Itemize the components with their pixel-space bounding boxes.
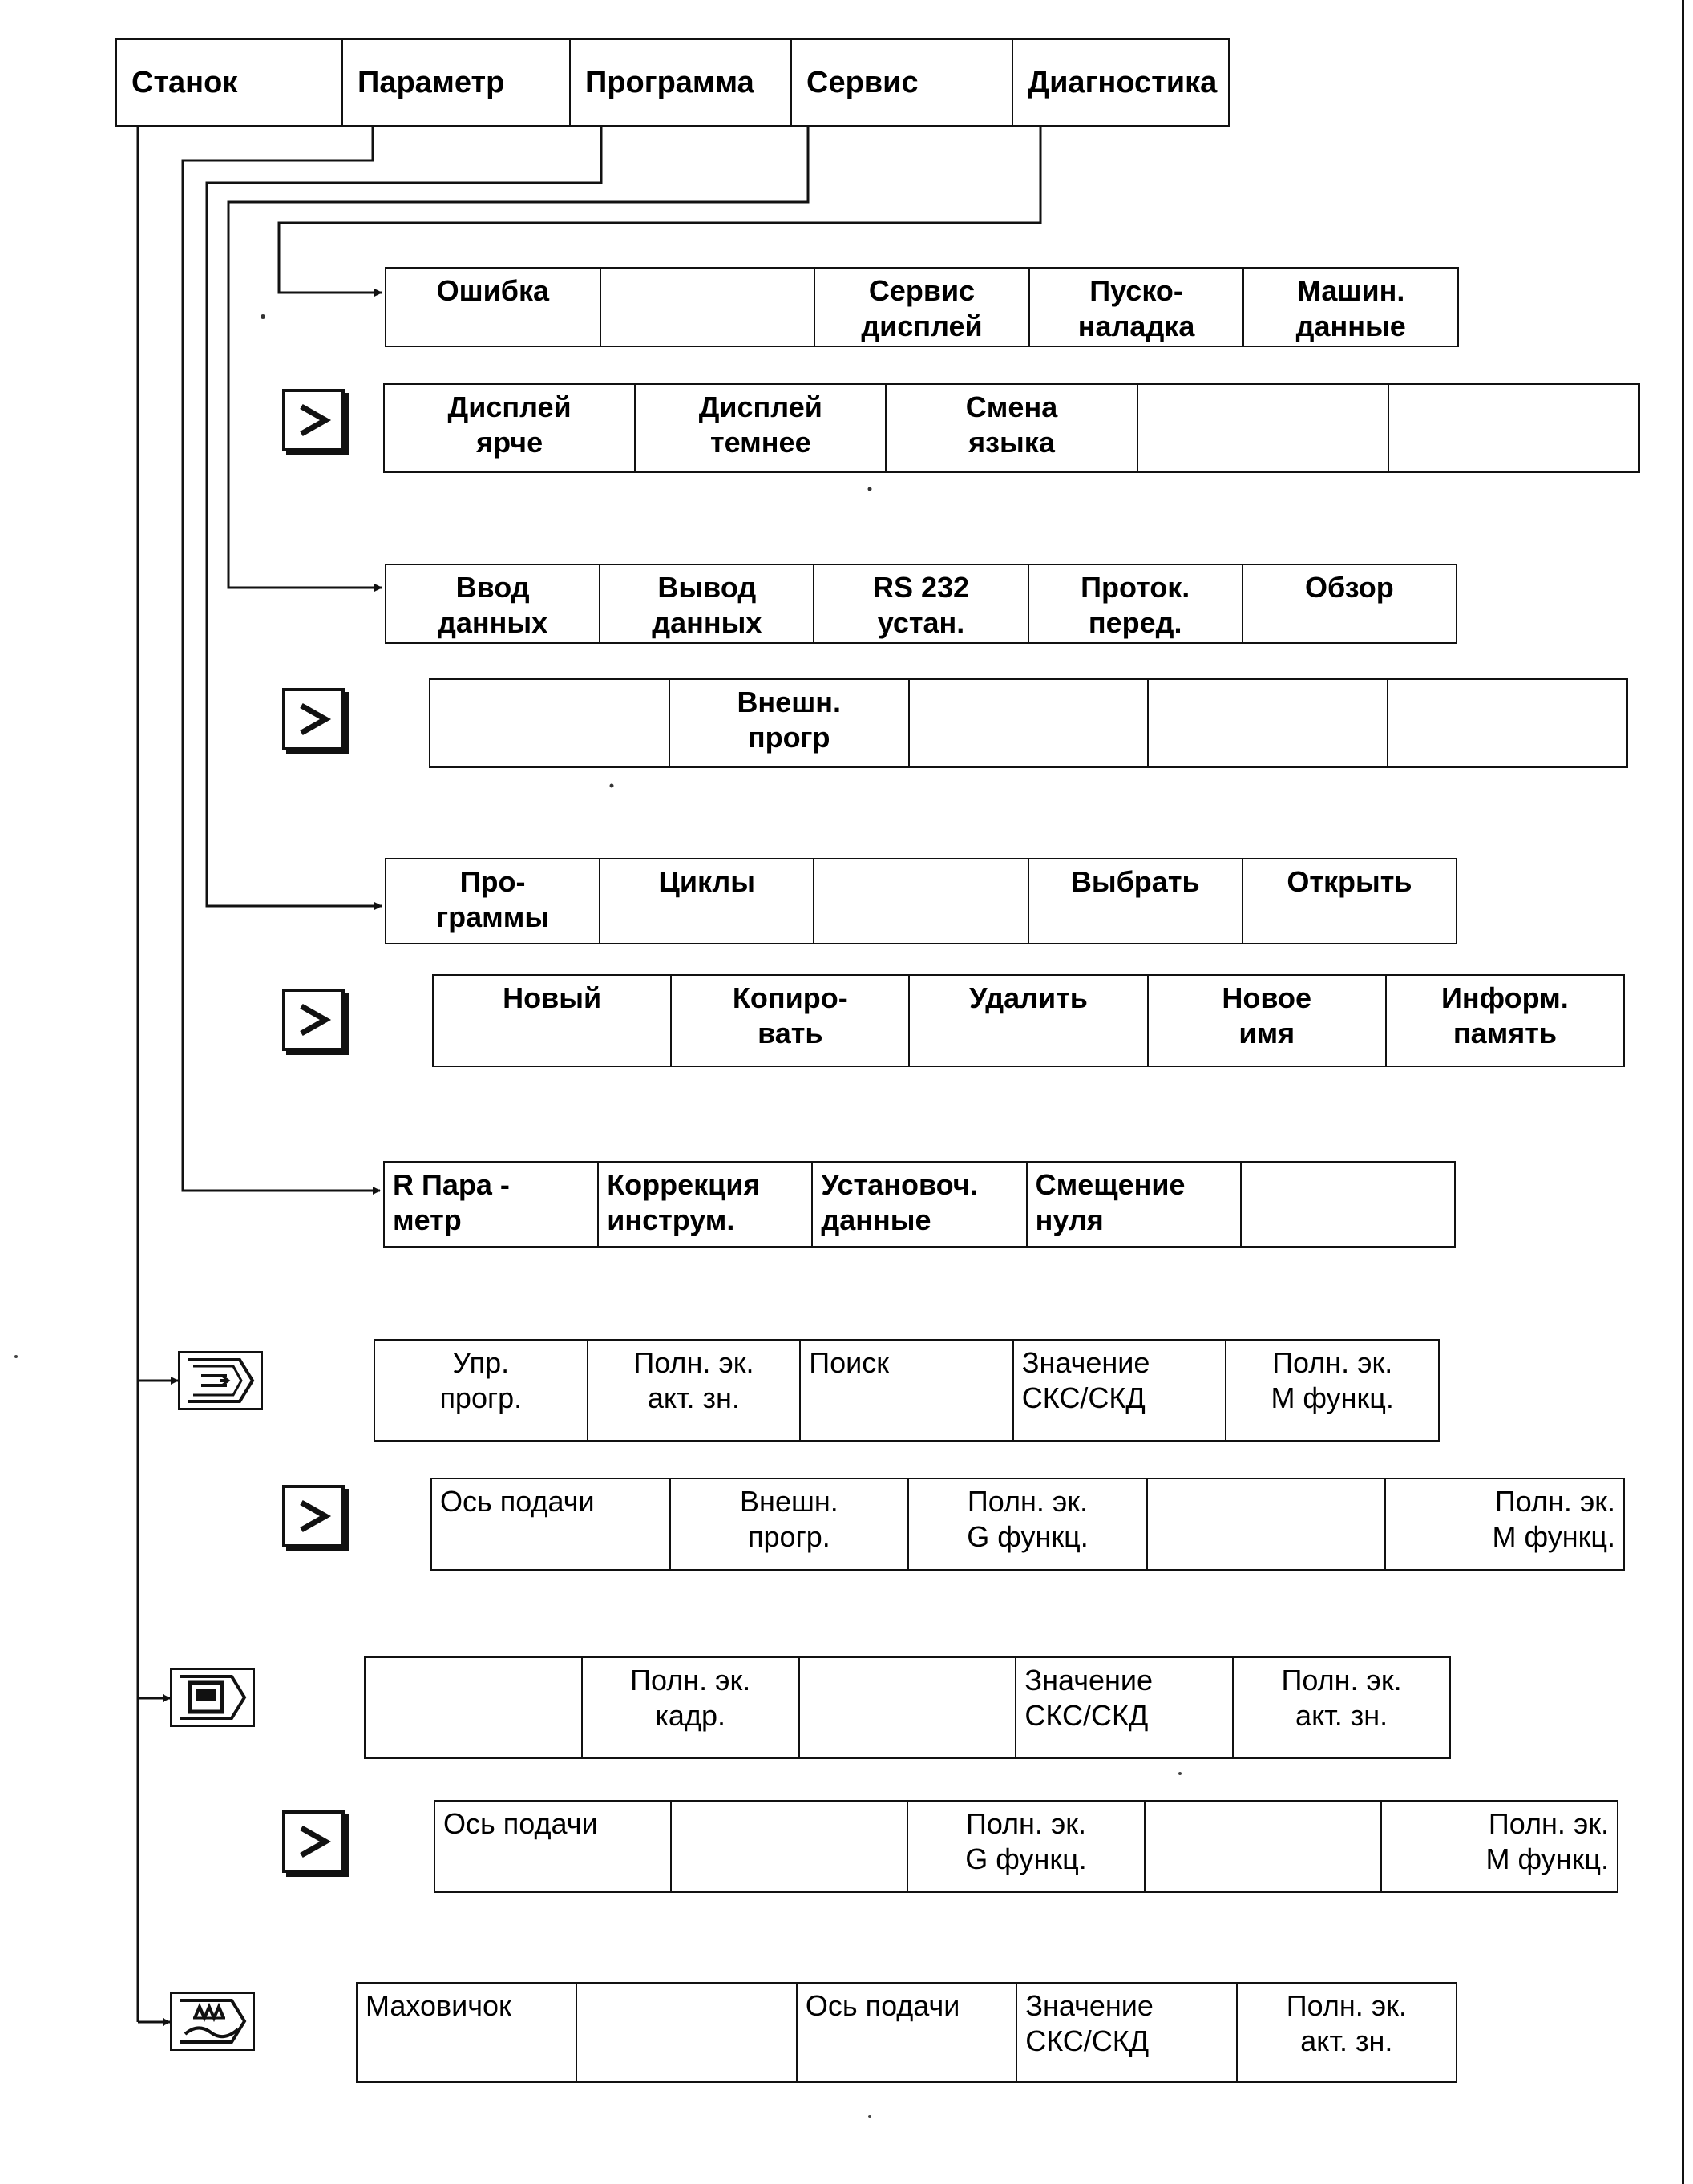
next-softkeys-button[interactable] xyxy=(282,389,345,451)
menu-machine[interactable]: Станок xyxy=(117,40,343,125)
softkey-mdi-1-5[interactable]: Полн. эк. акт. зн. xyxy=(1281,1664,1402,1732)
softkey-jog-1-1[interactable]: Маховичок xyxy=(358,1984,578,2081)
softkey-auto-2-1[interactable]: Ось подачи xyxy=(432,1479,671,1569)
softkey-auto-2-5[interactable]: Полн. эк. М функц. xyxy=(1492,1485,1615,1553)
softkey-mdi-2-3[interactable]: Полн. эк. G функц. xyxy=(908,1802,1146,1891)
softkey-diagnostics-1-1[interactable]: Ошибка xyxy=(386,269,601,346)
chevron-right-icon xyxy=(300,1825,332,1858)
connector-program xyxy=(205,124,603,910)
softkey-auto-1-3[interactable]: Поиск xyxy=(801,1341,1014,1440)
softkey-service-1-1[interactable]: Ввод данных xyxy=(386,565,601,642)
softkey-auto-1-1[interactable]: Упр. прогр. xyxy=(375,1341,588,1440)
softkey-mdi-1-4[interactable]: Значение СКС/СКД xyxy=(1016,1658,1234,1757)
softkey-jog-1-2[interactable] xyxy=(577,1984,798,2081)
softkey-parameter-1-2[interactable]: Коррекция инструм. xyxy=(599,1163,814,1246)
auto-mode-icon xyxy=(188,1358,255,1403)
next-softkeys-button[interactable] xyxy=(282,1485,345,1547)
softkey-parameter-1-3[interactable]: Установоч. данные xyxy=(813,1163,1028,1246)
softkey-diagnostics-1-4[interactable]: Пуско- наладка xyxy=(1030,269,1245,346)
softkey-auto-2-3[interactable]: Полн. эк. G функц. xyxy=(909,1479,1148,1569)
softkey-service-1-5[interactable]: Обзор xyxy=(1305,571,1394,604)
softkey-jog-1-3[interactable]: Ось подачи xyxy=(798,1984,1018,2081)
softkey-diagnostics-2-3[interactable]: Смена языка xyxy=(887,385,1138,471)
softkey-program-2-5[interactable]: Информ. память xyxy=(1441,981,1569,1050)
softkey-program-1-2[interactable]: Циклы xyxy=(600,859,815,943)
softkey-diagnostics-2-4[interactable] xyxy=(1138,385,1389,471)
softkey-service-2-2[interactable]: Внешн. прогр xyxy=(670,680,910,766)
softkey-row: Полн. эк. кадр. Значение СКС/СКД Полн. эк.… xyxy=(364,1656,1451,1759)
softkey-diagnostics-1-5[interactable]: Машин. данные xyxy=(1295,274,1406,342)
connector-service xyxy=(227,124,810,592)
softkey-diagnostics-1-3[interactable]: Сервис дисплей xyxy=(815,269,1030,346)
mdi-mode-icon xyxy=(180,1675,247,1720)
softkey-mdi-1-3[interactable] xyxy=(800,1658,1017,1757)
softkey-service-2-1[interactable] xyxy=(430,680,670,766)
top-menu-bar: Станок Параметр Программа Сервис Диагнос… xyxy=(115,38,1230,127)
softkey-jog-1-5[interactable]: Полн. эк. акт. зн. xyxy=(1286,1989,1407,2057)
softkey-program-1-1[interactable]: Про- граммы xyxy=(386,859,601,943)
auto-mode-button[interactable] xyxy=(178,1351,263,1410)
jog-mode-button[interactable] xyxy=(170,1992,255,2051)
softkey-row: Ось подачи Полн. эк. G функц. Полн. эк. М … xyxy=(434,1800,1618,1893)
connector-parameter xyxy=(181,124,381,1195)
softkey-program-2-2[interactable]: Копиро- вать xyxy=(672,976,911,1066)
next-softkeys-button[interactable] xyxy=(282,989,345,1051)
softkey-program-1-5[interactable]: Открыть xyxy=(1287,865,1412,898)
softkey-diagnostics-1-2[interactable] xyxy=(601,269,816,346)
next-softkeys-button[interactable] xyxy=(282,688,345,750)
softkey-program-2-3[interactable]: Удалить xyxy=(910,976,1149,1066)
softkey-row: Внешн. прогр xyxy=(429,678,1628,768)
next-softkeys-button[interactable] xyxy=(282,1810,345,1873)
softkey-program-2-4[interactable]: Новое имя xyxy=(1149,976,1387,1066)
softkey-service-2-4[interactable] xyxy=(1149,680,1389,766)
softkey-mdi-2-1[interactable]: Ось подачи xyxy=(435,1802,673,1891)
jog-handwheel-icon xyxy=(180,1999,247,2044)
softkey-parameter-1-4[interactable]: Смещение нуля xyxy=(1028,1163,1242,1246)
softkey-service-1-2[interactable]: Вывод данных xyxy=(600,565,815,642)
softkey-service-1-3[interactable]: RS 232 устан. xyxy=(814,565,1029,642)
menu-service[interactable]: Сервис xyxy=(792,40,1013,125)
softkey-service-2-3[interactable] xyxy=(910,680,1150,766)
softkey-diagnostics-2-2[interactable]: Дисплей темнее xyxy=(636,385,887,471)
connector-diagnostics xyxy=(277,124,1042,297)
softkey-program-1-4[interactable]: Выбрать xyxy=(1029,859,1243,943)
softkey-auto-1-4[interactable]: Значение СКС/СКД xyxy=(1014,1341,1227,1440)
softkey-mdi-1-2[interactable]: Полн. эк. кадр. xyxy=(583,1658,800,1757)
softkey-jog-1-4[interactable]: Значение СКС/СКД xyxy=(1017,1984,1238,2081)
softkey-program-1-3[interactable] xyxy=(814,859,1029,943)
softkey-mdi-2-2[interactable] xyxy=(672,1802,909,1891)
softkey-auto-1-5[interactable]: Полн. эк. М функц. xyxy=(1271,1346,1394,1414)
softkey-auto-2-4[interactable] xyxy=(1148,1479,1387,1569)
mdi-mode-button[interactable] xyxy=(170,1668,255,1727)
softkey-auto-1-2[interactable]: Полн. эк. акт. зн. xyxy=(588,1341,802,1440)
softkey-auto-2-2[interactable]: Внешн. прогр. xyxy=(671,1479,910,1569)
page-border xyxy=(1682,0,1684,2184)
menu-program[interactable]: Программа xyxy=(571,40,792,125)
softkey-mdi-2-4[interactable] xyxy=(1146,1802,1382,1891)
softkey-service-1-4[interactable]: Проток. перед. xyxy=(1029,565,1243,642)
softkey-diagnostics-2-1[interactable]: Дисплей ярче xyxy=(385,385,636,471)
softkey-program-2-1[interactable]: Новый xyxy=(434,976,673,1066)
chevron-right-icon xyxy=(300,1003,332,1037)
softkey-parameter-1-1[interactable]: R Пара - метр xyxy=(385,1163,600,1246)
chevron-right-icon xyxy=(300,1499,332,1533)
menu-diagnostics[interactable]: Диагностика xyxy=(1028,66,1218,99)
menu-parameter[interactable]: Параметр xyxy=(343,40,571,125)
chevron-right-icon xyxy=(300,403,332,437)
softkey-mdi-1-1[interactable] xyxy=(366,1658,583,1757)
softkey-mdi-2-5[interactable]: Полн. эк. М функц. xyxy=(1485,1807,1610,1875)
chevron-right-icon xyxy=(300,702,332,736)
